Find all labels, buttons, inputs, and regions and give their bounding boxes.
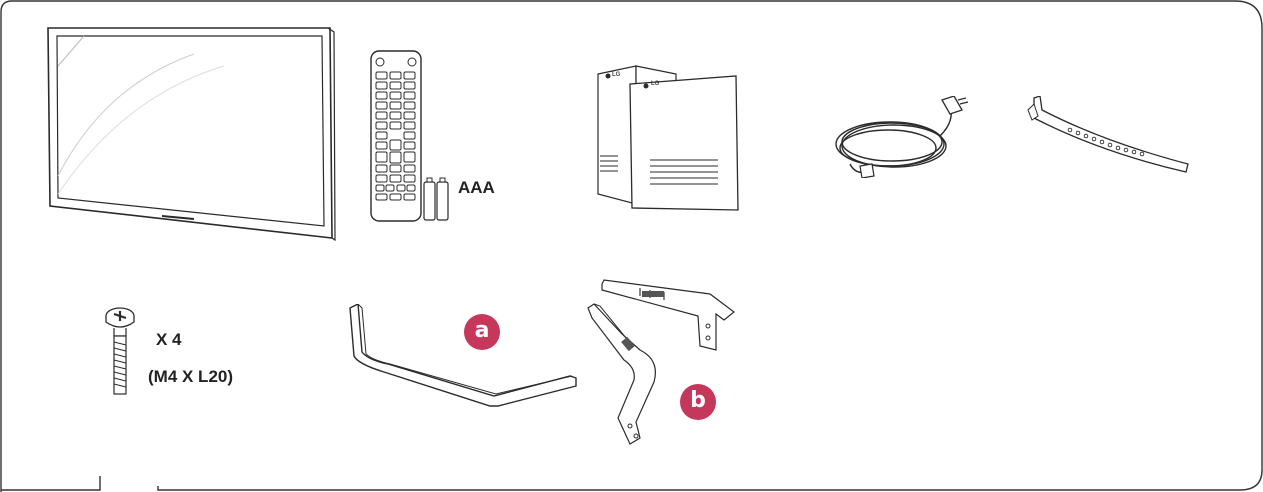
manual-logo-text-front: LG (651, 81, 660, 87)
screw-quantity-label: X 4 (156, 330, 182, 349)
battery-icon (423, 177, 449, 221)
owners-manual-icon (597, 65, 739, 211)
stand-body-icon (587, 279, 735, 445)
cable-holder-icon (1027, 96, 1189, 173)
manual-logo-text: LG (612, 72, 621, 78)
remote-control-icon (370, 50, 422, 222)
stand-body-badge: b (680, 384, 716, 420)
stand-base-badge: a (464, 314, 500, 350)
screw-icon (105, 307, 135, 395)
power-cord-icon (835, 96, 969, 178)
tv-screen-icon (47, 27, 336, 242)
stand-base-icon (349, 304, 577, 407)
screw-size-label: (M4 X L20) (148, 367, 234, 386)
battery-type-label: AAA (458, 178, 495, 197)
